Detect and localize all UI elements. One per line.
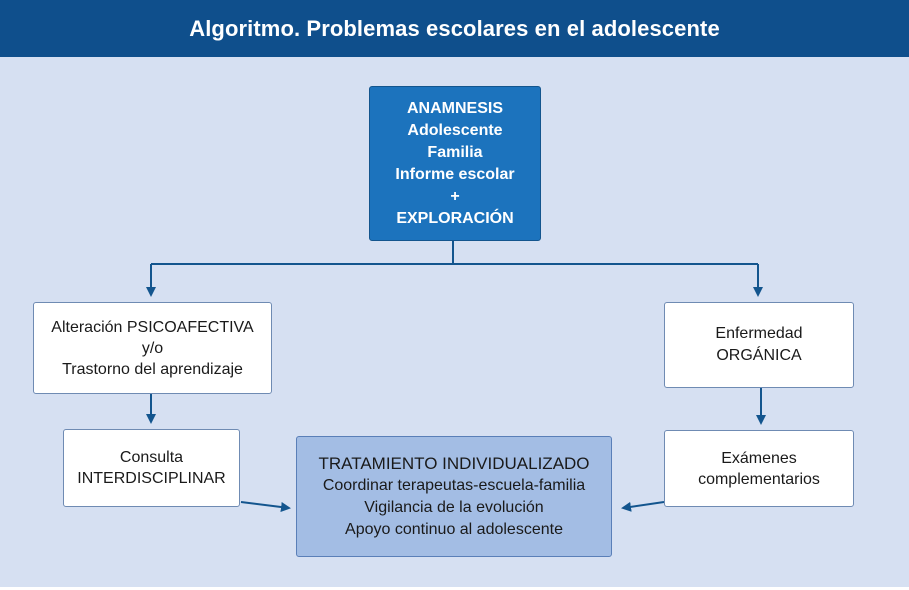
tratamiento-heading: TRATAMIENTO INDIVIDUALIZADO [318, 453, 590, 473]
tratamiento-item-vigilancia: Vigilancia de la evolución [364, 498, 544, 516]
diagram-title: Algoritmo. Problemas escolares en el ado… [189, 15, 720, 41]
examenes-line1: Exámenes [721, 449, 797, 467]
organica-box: Enfermedad ORGÁNICA [664, 302, 854, 388]
anamnesis-heading: ANAMNESIS [406, 99, 503, 117]
diagram-title-bar: Algoritmo. Problemas escolares en el ado… [0, 0, 909, 57]
psicoafectiva-connector-word: y/o [141, 339, 164, 357]
consulta-box: Consulta INTERDISCIPLINAR [63, 429, 240, 507]
psicoafectiva-box: Alteración PSICOAFECTIVA y/o Trastorno d… [33, 302, 272, 394]
arrow-consulta-to-tratamiento [240, 501, 291, 512]
organica-line1: Enfermedad [715, 325, 803, 342]
tratamiento-item-coordinar: Coordinar terapeutas-escuela-familia [322, 476, 586, 494]
bottom-border [0, 587, 909, 590]
tratamiento-box: TRATAMIENTO INDIVIDUALIZADO Coordinar te… [296, 436, 612, 557]
anamnesis-item-familia: Familia [427, 143, 483, 161]
tratamiento-item-apoyo: Apoyo continuo al adolescente [345, 520, 563, 538]
consulta-line2: INTERDISCIPLINAR [77, 470, 226, 487]
examenes-box: Exámenes complementarios [664, 430, 854, 507]
arrow-examenes-to-tratamiento [621, 501, 665, 512]
anamnesis-plus: + [450, 187, 460, 205]
anamnesis-box: ANAMNESIS Adolescente Familia Informe es… [369, 86, 541, 241]
exploracion-label: EXPLORACIÓN [396, 209, 514, 227]
examenes-line2: complementarios [698, 470, 820, 488]
aprendizaje-line: Trastorno del aprendizaje [62, 360, 243, 378]
consulta-line1: Consulta [119, 449, 184, 466]
organica-line2: ORGÁNICA [716, 347, 802, 364]
anamnesis-item-informe: Informe escolar [395, 165, 515, 183]
psicoafectiva-line: Alteración PSICOAFECTIVA [51, 318, 254, 336]
anamnesis-item-adolescente: Adolescente [407, 121, 503, 139]
